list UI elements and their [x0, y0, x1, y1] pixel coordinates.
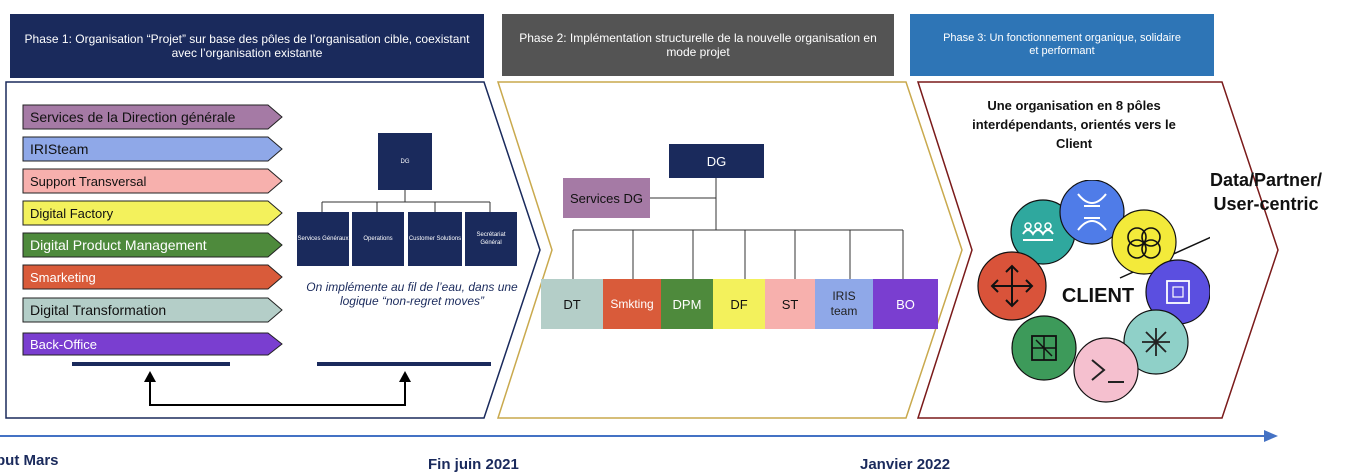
- phase1-org-child-label: Services Généraux: [297, 236, 349, 242]
- pole-circle: [977, 251, 1047, 321]
- phase2-dg-box: DG: [669, 144, 764, 178]
- pole-arrow: Support Transversal: [22, 168, 284, 194]
- phase1-note: On implémente au fil de l’eau, dans une …: [292, 280, 532, 308]
- pole-label: Smarketing: [30, 270, 96, 285]
- pole-label: Back-Office: [30, 337, 97, 352]
- timeline-label: Janvier 2022: [860, 456, 951, 473]
- phase2-unit-label: BO: [896, 296, 915, 312]
- phase1-note-text: On implémente au fil de l’eau, dans une …: [306, 280, 518, 308]
- pole-label: Support Transversal: [30, 174, 147, 189]
- pole-arrow: Smarketing: [22, 264, 284, 290]
- phase3-callout: Data/Partner/ User-centric: [1196, 168, 1336, 216]
- phase2-chevron: [496, 81, 963, 419]
- phase2-units: DT Smkting DPM DF ST IRIS team BO: [541, 279, 938, 329]
- phase2-dg-label: DG: [706, 153, 727, 169]
- phase1-org-top: DG: [378, 133, 432, 190]
- pole-circle: [1145, 259, 1210, 325]
- pole-circle: [1073, 337, 1139, 403]
- phase2-unit: Smkting: [603, 279, 661, 329]
- pole-circle: [1123, 309, 1189, 375]
- pole-label: Services de la Direction générale: [30, 109, 236, 125]
- phase1-header: Phase 1: Organisation “Projet” sur base …: [10, 14, 484, 78]
- phase1-org-child: Customer Solutions: [408, 212, 462, 266]
- pole-label: Digital Transformation: [30, 302, 167, 318]
- phase2-unit-label: Smkting: [610, 297, 654, 311]
- timeline-arrow: [0, 430, 1278, 442]
- phase2-services-dg-box: Services DG: [563, 178, 650, 218]
- phase3-title: Phase 3: Un fonctionnement organique, so…: [943, 32, 1181, 57]
- timeline-label: but Mars: [0, 452, 59, 469]
- phase1-org-child-label: Secrétariat Général: [476, 232, 506, 246]
- phase2-unit-label: DF: [730, 296, 748, 312]
- phase2-unit: BO: [873, 279, 938, 329]
- phase2-unit: ST: [765, 279, 815, 329]
- phase3-pole-wheel: CLIENT: [977, 180, 1210, 403]
- phase2-unit: DPM: [661, 279, 713, 329]
- phase1-org-top-label: DG: [400, 158, 410, 165]
- pole-arrow: Digital Transformation: [22, 297, 284, 323]
- phase1-org-child: Services Généraux: [297, 212, 349, 266]
- pole-label: Digital Product Management: [30, 237, 207, 253]
- phase2-unit-label: ST: [781, 296, 799, 312]
- phase1-org-child: Operations: [352, 212, 404, 266]
- phase3-heading-text: Une organisation en 8 pôles interdépenda…: [972, 98, 1176, 151]
- timeline-label: Fin juin 2021: [428, 456, 519, 473]
- pole-arrow: Digital Product Management: [22, 232, 284, 258]
- phase1-org-child-label: Operations: [363, 236, 393, 242]
- phase3-header: Phase 3: Un fonctionnement organique, so…: [910, 14, 1214, 76]
- phase2-services-dg-label: Services DG: [570, 190, 643, 206]
- phase2-unit-label: DPM: [672, 296, 702, 312]
- phase2-unit: DF: [713, 279, 765, 329]
- pole-arrow: IRISteam: [22, 136, 284, 162]
- pole-circle: [1059, 180, 1125, 245]
- pole-arrow: Digital Factory: [22, 200, 284, 226]
- phase2-org-connectors: [572, 178, 904, 279]
- phase1-org-child-label: Customer Solutions: [408, 236, 462, 242]
- phase3-chevron: [916, 81, 1279, 419]
- pole-label: Digital Factory: [30, 206, 114, 221]
- phase2-unit-label: DT: [563, 296, 581, 312]
- phase3-heading: Une organisation en 8 pôles interdépenda…: [968, 96, 1180, 153]
- phase1-org-connectors: [321, 190, 491, 212]
- phase2-header: Phase 2: Implémentation structurelle de …: [502, 14, 894, 76]
- phase2-unit: IRIS team: [815, 279, 873, 329]
- phase3-callout-text: Data/Partner/ User-centric: [1209, 170, 1323, 214]
- client-label: CLIENT: [1062, 285, 1134, 307]
- pole-circle: [1111, 209, 1177, 275]
- phase2-unit: DT: [541, 279, 603, 329]
- pole-arrow: Back-Office: [22, 332, 284, 356]
- phase2-title: Phase 2: Implémentation structurelle de …: [519, 31, 877, 59]
- phase1-transition-arrow: [72, 362, 491, 406]
- phase1-title: Phase 1: Organisation “Projet” sur base …: [24, 32, 470, 60]
- pole-arrow: Services de la Direction générale: [22, 104, 284, 130]
- pole-circle: [1011, 315, 1077, 381]
- phase2-unit-label: IRIS team: [830, 289, 858, 318]
- phase1-org-child: Secrétariat Général: [465, 212, 517, 266]
- pole-label: IRISteam: [30, 141, 89, 157]
